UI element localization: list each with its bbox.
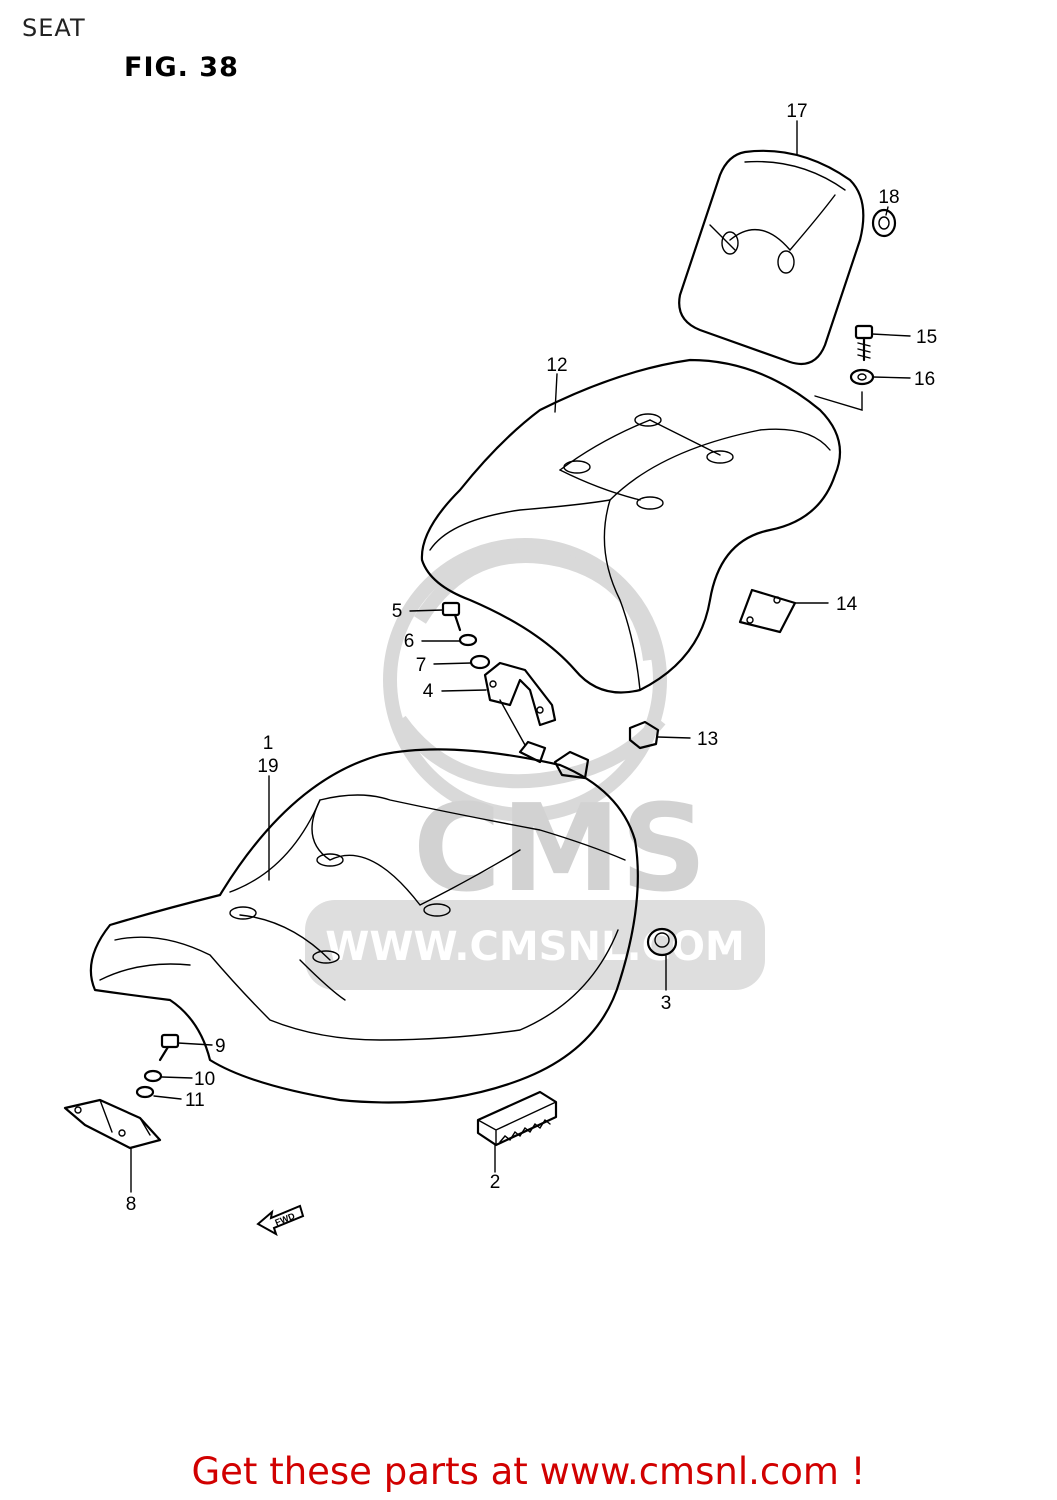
callout-14: 14 [836,594,858,615]
part-bracket-4 [483,661,557,746]
part-washer-6 [458,633,478,647]
callout-7: 7 [416,655,427,676]
page-header: SEAT [22,14,86,42]
figure-title: FIG. 38 [124,52,239,83]
part-plate-14 [738,588,797,634]
part-washer-11 [135,1085,155,1099]
part-cushion-2 [476,1090,558,1147]
callout-4: 4 [423,681,434,702]
part-rider-seat [89,748,639,1104]
callout-17: 17 [786,101,807,122]
callout-16: 16 [914,369,935,390]
part-bracket-8 [63,1098,162,1150]
callout-18: 18 [878,187,899,208]
cta-banner[interactable]: Get these parts at www.cmsnl.com ! [191,1450,866,1493]
callout-19: 19 [257,756,278,777]
callout-5: 5 [392,601,403,622]
callout-labels: 17 18 15 16 12 14 5 6 7 4 13 1 19 3 9 10… [126,101,937,1215]
part-seat-tabs [518,740,590,780]
callout-15: 15 [916,327,937,348]
callout-8: 8 [126,1194,137,1215]
callout-9: 9 [215,1036,226,1057]
callout-10: 10 [194,1069,215,1090]
watermark: CMS WWW.CMSNL.COM [305,538,765,990]
part-bolt-9 [158,1033,180,1062]
watermark-logo [383,538,667,822]
part-passenger-seat [420,358,842,694]
callout-6: 6 [404,631,415,652]
part-backrest-pad [678,149,865,366]
watermark-url-text: WWW.CMSNL.COM [325,924,745,970]
part-damper-3 [646,927,678,957]
part-washer-16 [849,368,875,386]
callout-13: 13 [697,729,718,750]
watermark-banner [305,900,765,990]
part-nut-13 [628,720,660,750]
part-washer-10 [143,1069,163,1083]
callout-3: 3 [661,993,672,1014]
part-bolt-15 [854,324,874,362]
part-bolt-5 [441,601,462,632]
callout-12: 12 [546,355,567,376]
callout-2: 2 [490,1172,501,1193]
leader-lines [130,120,911,1193]
callout-11: 11 [185,1090,205,1111]
fwd-label: FWD [273,1211,296,1228]
callout-1: 1 [263,733,274,754]
part-grommet [871,208,897,238]
watermark-logo-text: CMS [413,780,707,919]
bracket-line-16 [814,391,863,411]
fwd-arrow-icon: FWD [256,1204,305,1237]
part-washer-7 [469,654,491,670]
